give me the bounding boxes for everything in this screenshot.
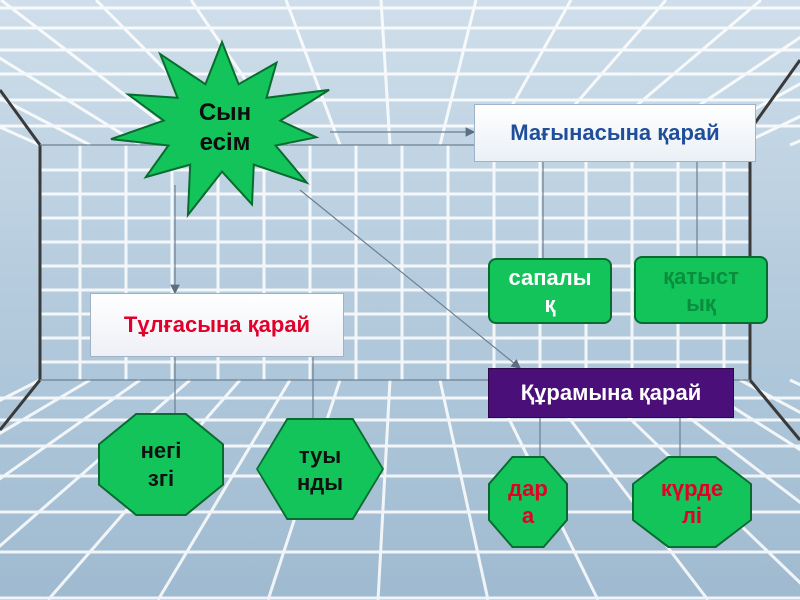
leaf-relative-label: қатыст ық	[663, 263, 739, 317]
right-top-edge	[748, 59, 800, 131]
connector-root-composition	[299, 189, 521, 369]
leaf-qualitative-label: сапалы қ	[508, 264, 592, 318]
root-node-adjective: Сын есім	[170, 88, 280, 168]
leaf-derived: туы нды	[256, 418, 384, 520]
right-bottom-edge	[748, 379, 800, 441]
leaf-root: негі згі	[98, 413, 224, 516]
leaf-qualitative: сапалы қ	[488, 258, 612, 324]
leaf-root-label: негі згі	[140, 438, 182, 491]
leaf-relative: қатыст ық	[634, 256, 768, 324]
root-label: Сын есім	[198, 99, 252, 156]
category-composition-label: Құрамына қарай	[520, 380, 702, 406]
leaf-compound-label: күрде лі	[660, 475, 724, 529]
category-composition: Құрамына қарай	[488, 368, 734, 418]
category-form-label: Тұлғасына қарай	[123, 312, 311, 338]
category-meaning: Мағынасына қарай	[474, 104, 756, 162]
category-form: Тұлғасына қарай	[90, 293, 344, 357]
leaf-simple: дар а	[488, 456, 568, 548]
left-top-edge	[0, 89, 42, 146]
category-meaning-label: Мағынасына қарай	[510, 120, 720, 146]
left-bottom-edge	[0, 379, 42, 431]
leaf-simple-label: дар а	[508, 475, 548, 529]
leaf-derived-label: туы нды	[296, 442, 344, 496]
leaf-compound: күрде лі	[632, 456, 752, 548]
